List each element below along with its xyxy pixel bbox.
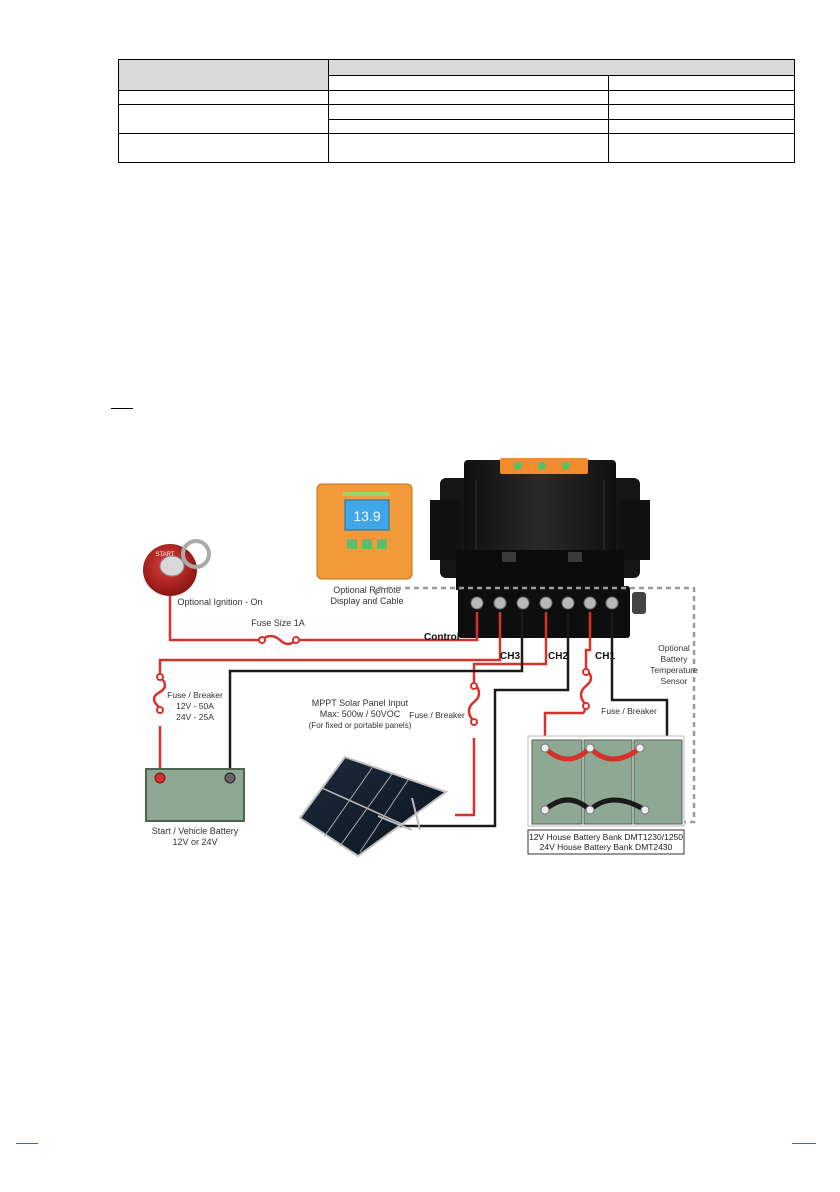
- house-battery-line1: 12V House Battery Bank DMT1230/1250: [529, 832, 683, 842]
- table-cell: [118, 104, 329, 135]
- red-wires: [152, 596, 593, 817]
- note-heading: [111, 406, 133, 409]
- start-battery-line1: Start / Vehicle Battery: [152, 826, 239, 836]
- table-cell: [328, 133, 609, 163]
- spec-table: [118, 58, 795, 163]
- temp-sensor-line1: Optional: [658, 643, 690, 653]
- remote-label-line2: Display and Cable: [330, 596, 403, 606]
- ch2-label: CH2: [548, 651, 568, 662]
- house-battery-bank: [527, 735, 685, 827]
- fuse-breaker-left-line1: Fuse / Breaker: [167, 690, 223, 700]
- fuse-nodes: [156, 636, 590, 726]
- table-cell: [608, 118, 795, 135]
- table-row: [118, 104, 795, 135]
- start-battery: [145, 768, 245, 822]
- table-cell: [608, 133, 795, 163]
- ch3-label: CH3: [500, 651, 520, 662]
- footer-rule-left: [16, 1143, 38, 1144]
- temp-sensor-line4: Sensor: [661, 676, 688, 686]
- remote-screen-readout: 13.9: [353, 508, 380, 524]
- control-label: Control: [424, 632, 460, 643]
- solar-label-line1: MPPT Solar Panel Input: [312, 698, 409, 708]
- footer-rule-right: [792, 1143, 816, 1144]
- ch1-label: CH1: [595, 651, 615, 662]
- fuse-breaker-mid-label: Fuse / Breaker: [409, 710, 465, 720]
- terminal-block: [470, 596, 619, 610]
- table-header-cell: [118, 59, 329, 91]
- fuse-breaker-left-line3: 24V - 25A: [176, 712, 214, 722]
- ignition-label: Optional Ignition - On: [177, 597, 262, 607]
- remote-display: 13.9: [316, 483, 413, 580]
- start-battery-line2: 12V or 24V: [172, 837, 217, 847]
- start-key-text: START: [155, 552, 174, 558]
- solar-panel: [298, 755, 449, 858]
- solar-label-line3: (For fixed or portable panels): [309, 721, 412, 730]
- solar-label-line2: Max: 500w / 50VOC: [320, 709, 401, 719]
- fuse-1a-label: Fuse Size 1A: [251, 618, 305, 628]
- table-row: [118, 133, 795, 163]
- temp-sensor-line2: Battery: [661, 654, 689, 664]
- fuse-breaker-left-line2: 12V - 50A: [176, 701, 214, 711]
- remote-label-line1: Optional Remote: [333, 585, 401, 595]
- dc-charger: [430, 458, 650, 638]
- table-header-cell: [328, 58, 795, 77]
- fuse-breaker-right-label: Fuse / Breaker: [601, 706, 657, 716]
- table-row: [119, 118, 795, 135]
- temp-sensor-line3: Temperature: [650, 665, 698, 675]
- table-cell: [118, 133, 329, 163]
- ignition-key: START: [143, 539, 211, 596]
- house-battery-line2: 24V House Battery Bank DMT2430: [540, 842, 673, 852]
- house-battery-label-box: [527, 829, 685, 855]
